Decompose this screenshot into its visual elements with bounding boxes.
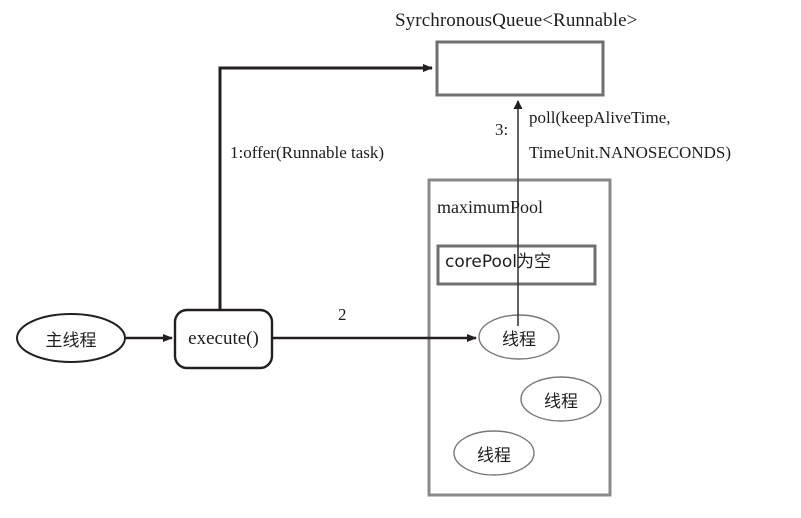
queue-title-label: SyrchronousQueue<Runnable> <box>395 10 638 31</box>
thread-ellipse-1 <box>478 314 560 360</box>
arrow-offer-to-queue <box>218 64 433 310</box>
poll-edge-label-line1: poll(keepAliveTime, <box>529 108 671 127</box>
main-thread-label: 主线程 <box>45 330 97 351</box>
offer-edge-label: 1:offer(Runnable task) <box>230 143 385 162</box>
execute-label: execute() <box>188 328 259 349</box>
core-pool-box <box>436 244 597 286</box>
poll-step-number-label: 3: <box>495 120 509 139</box>
synchronous-queue-box <box>435 40 605 97</box>
main-thread-ellipse <box>16 313 126 363</box>
thread-ellipse-2 <box>520 376 602 422</box>
thread-ellipse-3 <box>453 430 535 476</box>
thread-label-3: 线程 <box>477 445 511 466</box>
core-pool-label: corePool为空 <box>445 252 551 272</box>
poll-edge-label-line2: TimeUnit.NANOSECONDS) <box>529 143 731 162</box>
maximum-pool-label: maximumPool <box>437 197 544 217</box>
thread-label-1: 线程 <box>502 329 536 350</box>
execute-to-thread-edge-label: 2 <box>338 305 347 324</box>
thread-label-2: 线程 <box>544 391 578 412</box>
